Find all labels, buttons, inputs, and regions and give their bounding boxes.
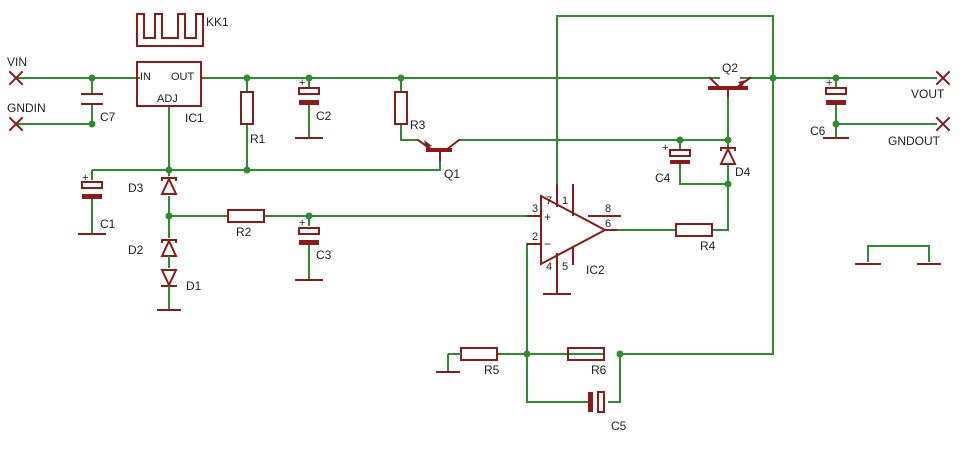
c3-plus: + [299, 217, 305, 229]
terminal-vout: VOUT [911, 70, 951, 101]
ic2-pin-3: 3 [532, 203, 538, 215]
c2-plus: + [299, 77, 305, 89]
diode-d2: D2 [128, 238, 178, 268]
capacitor-c2: + C2 [295, 77, 332, 139]
heatsink-kk1: KK1 [136, 13, 229, 47]
ic2-pin-4: 4 [546, 261, 552, 273]
resistor-r5: R5 [436, 347, 500, 377]
ic1-pin-out: OUT [171, 71, 195, 83]
ic2-pin-1: 1 [562, 195, 568, 207]
capacitor-c4: + C4 [655, 142, 691, 185]
c4-plus: + [662, 142, 668, 154]
r3-label: R3 [410, 118, 426, 132]
c1-label: C1 [100, 217, 116, 231]
transistor-q1: Q1 [416, 138, 461, 181]
terminal-gndin: GNDIN [7, 101, 46, 132]
c5-label: C5 [611, 419, 627, 433]
c7-label: C7 [100, 110, 116, 124]
q2-label: Q2 [722, 61, 738, 75]
d1-label: D1 [186, 279, 202, 293]
regulator-ic1: IN OUT ADJ IC1 [136, 61, 204, 125]
r1-label: R1 [250, 132, 266, 146]
ic2-pin-6: 6 [605, 218, 611, 230]
diode-d3: D3 [128, 176, 178, 195]
capacitor-c7: C7 [81, 93, 116, 124]
capacitor-c5: C5 [588, 391, 627, 433]
gndin-label: GNDIN [7, 101, 46, 115]
diode-d1: D1 [157, 269, 202, 311]
diode-d4: D4 [719, 146, 751, 179]
capacitor-c6: + C6 [810, 77, 849, 139]
c4-label: C4 [655, 171, 671, 185]
c3-label: C3 [316, 248, 332, 262]
c2-label: C2 [316, 109, 332, 123]
q1-label: Q1 [444, 167, 460, 181]
ic2-minus-sign: − [544, 237, 551, 251]
resistor-r2: R2 [227, 209, 265, 239]
resistor-r4: R4 [675, 223, 716, 253]
ic1-pin-adj: ADJ [157, 93, 178, 105]
ic2-pin-5: 5 [562, 261, 568, 273]
transistor-q2: Q2 [708, 61, 752, 97]
resistor-r6: R6 [567, 347, 607, 377]
capacitor-c1: + C1 [78, 172, 116, 235]
c6-label: C6 [810, 124, 826, 138]
d2-label: D2 [128, 243, 144, 257]
terminal-gndout: GNDOUT [888, 116, 951, 148]
gndout-label: GNDOUT [888, 134, 941, 148]
terminal-vin: VIN [7, 55, 27, 86]
resistor-r3: R3 [394, 91, 426, 132]
kk1-label: KK1 [206, 15, 229, 29]
r5-label: R5 [484, 363, 500, 377]
c1-plus: + [82, 172, 88, 184]
ic2-plus-sign: + [544, 210, 551, 224]
opamp-ic2: + − 3 2 6 8 7 1 4 5 IC2 [527, 184, 621, 295]
ic2-pin-8: 8 [605, 203, 611, 215]
vout-label: VOUT [911, 87, 945, 101]
d3-label: D3 [128, 181, 144, 195]
resistor-r1: R1 [240, 91, 266, 146]
d4-label: D4 [735, 165, 751, 179]
wires [17, 15, 937, 403]
junctions [88, 74, 840, 358]
ic1-label: IC1 [185, 111, 204, 125]
ic2-label: IC2 [586, 263, 605, 277]
r6-label: R6 [591, 363, 607, 377]
c6-plus: + [826, 77, 832, 89]
capacitor-c3: + C3 [295, 217, 332, 281]
ic2-pin-2: 2 [532, 231, 538, 243]
r2-label: R2 [236, 225, 252, 239]
ic2-pin-7: 7 [546, 195, 552, 207]
vin-label: VIN [7, 55, 27, 69]
r4-label: R4 [700, 239, 716, 253]
ic1-pin-in: IN [140, 71, 151, 83]
